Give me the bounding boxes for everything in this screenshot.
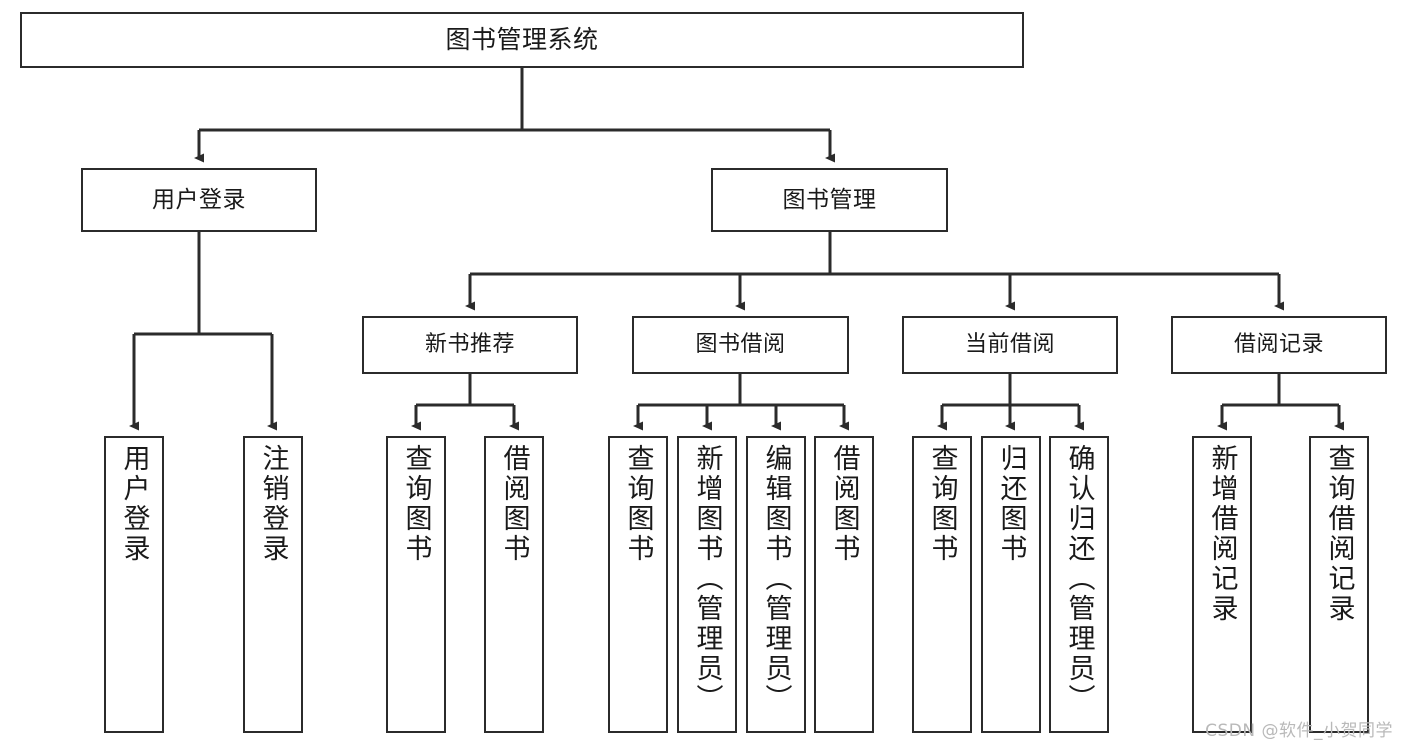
leaf-book-borrow-query[interactable]: 查询图书 <box>608 436 668 733</box>
node-new-book-recommend[interactable]: 新书推荐 <box>362 316 578 374</box>
leaf-current-borrow-confirm-return[interactable]: 确认归还（管理员） <box>1049 436 1109 733</box>
node-label: 用户登录 <box>118 444 150 564</box>
leaf-user-login-login[interactable]: 用户登录 <box>104 436 164 733</box>
node-label: 图书管理 <box>782 186 877 213</box>
node-label: 查询借阅记录 <box>1323 444 1355 624</box>
leaf-borrow-record-query[interactable]: 查询借阅记录 <box>1309 436 1369 733</box>
node-label: 编辑图书（管理员） <box>760 444 792 714</box>
leaf-new-book-borrow[interactable]: 借阅图书 <box>484 436 544 733</box>
node-label: 当前借阅 <box>964 332 1055 358</box>
node-label: 用户登录 <box>152 186 246 213</box>
leaf-book-borrow-edit[interactable]: 编辑图书（管理员） <box>746 436 806 733</box>
node-label: 查询图书 <box>926 444 958 564</box>
leaf-current-borrow-return[interactable]: 归还图书 <box>981 436 1041 733</box>
node-label: 新增借阅记录 <box>1206 444 1238 624</box>
node-label: 确认归还（管理员） <box>1063 444 1095 714</box>
node-book-management[interactable]: 图书管理 <box>711 168 948 232</box>
node-label: 借阅记录 <box>1233 332 1324 358</box>
node-label: 查询图书 <box>400 444 432 564</box>
leaf-new-book-query[interactable]: 查询图书 <box>386 436 446 733</box>
node-label: 新增图书（管理员） <box>691 444 723 714</box>
node-label: 新书推荐 <box>424 332 515 358</box>
leaf-book-borrow-borrow[interactable]: 借阅图书 <box>814 436 874 733</box>
node-book-borrow[interactable]: 图书借阅 <box>632 316 849 374</box>
node-label: 查询图书 <box>622 444 654 564</box>
node-current-borrow[interactable]: 当前借阅 <box>902 316 1118 374</box>
node-user-login[interactable]: 用户登录 <box>81 168 317 232</box>
node-label: 图书借阅 <box>695 332 786 358</box>
csdn-watermark: CSDN @软件_小贺同学 <box>1205 721 1393 741</box>
node-label: 借阅图书 <box>828 444 860 564</box>
node-label: 借阅图书 <box>498 444 530 564</box>
node-label: 归还图书 <box>995 444 1027 564</box>
leaf-borrow-record-add[interactable]: 新增借阅记录 <box>1192 436 1252 733</box>
node-label: 图书管理系统 <box>445 24 599 54</box>
node-label: 注销登录 <box>257 444 289 564</box>
leaf-current-borrow-query[interactable]: 查询图书 <box>912 436 972 733</box>
leaf-book-borrow-add[interactable]: 新增图书（管理员） <box>677 436 737 733</box>
leaf-user-login-logout[interactable]: 注销登录 <box>243 436 303 733</box>
node-borrow-record[interactable]: 借阅记录 <box>1171 316 1387 374</box>
node-root-system[interactable]: 图书管理系统 <box>20 12 1024 68</box>
